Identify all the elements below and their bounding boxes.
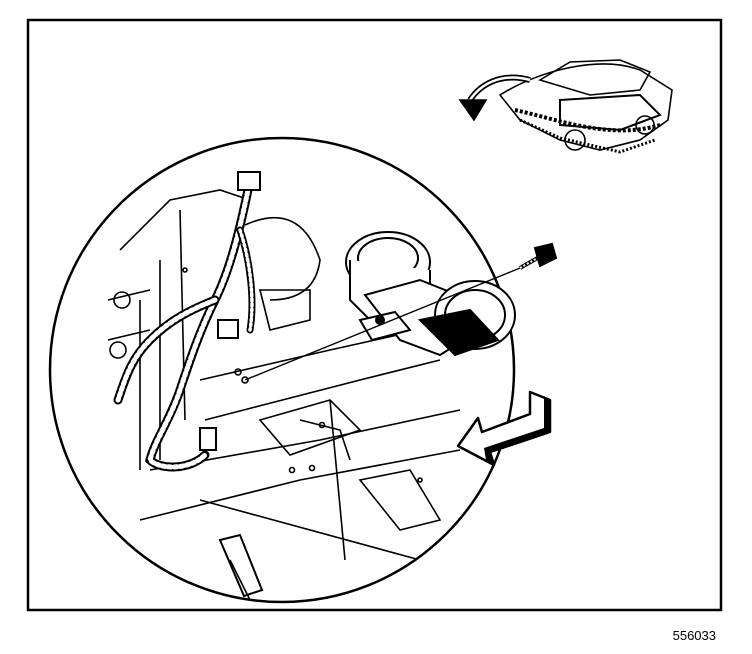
detail-view (48, 136, 558, 604)
install-guide-line (244, 267, 521, 381)
vehicle-locator-icon (458, 59, 673, 154)
bolt-icon (519, 242, 558, 270)
frame-border (26, 18, 723, 612)
component-bracket-icon (345, 231, 516, 357)
reference-number: 556033 (673, 628, 716, 643)
wiring-harness-icon (113, 171, 261, 472)
direction-arrow-icon (456, 390, 552, 467)
